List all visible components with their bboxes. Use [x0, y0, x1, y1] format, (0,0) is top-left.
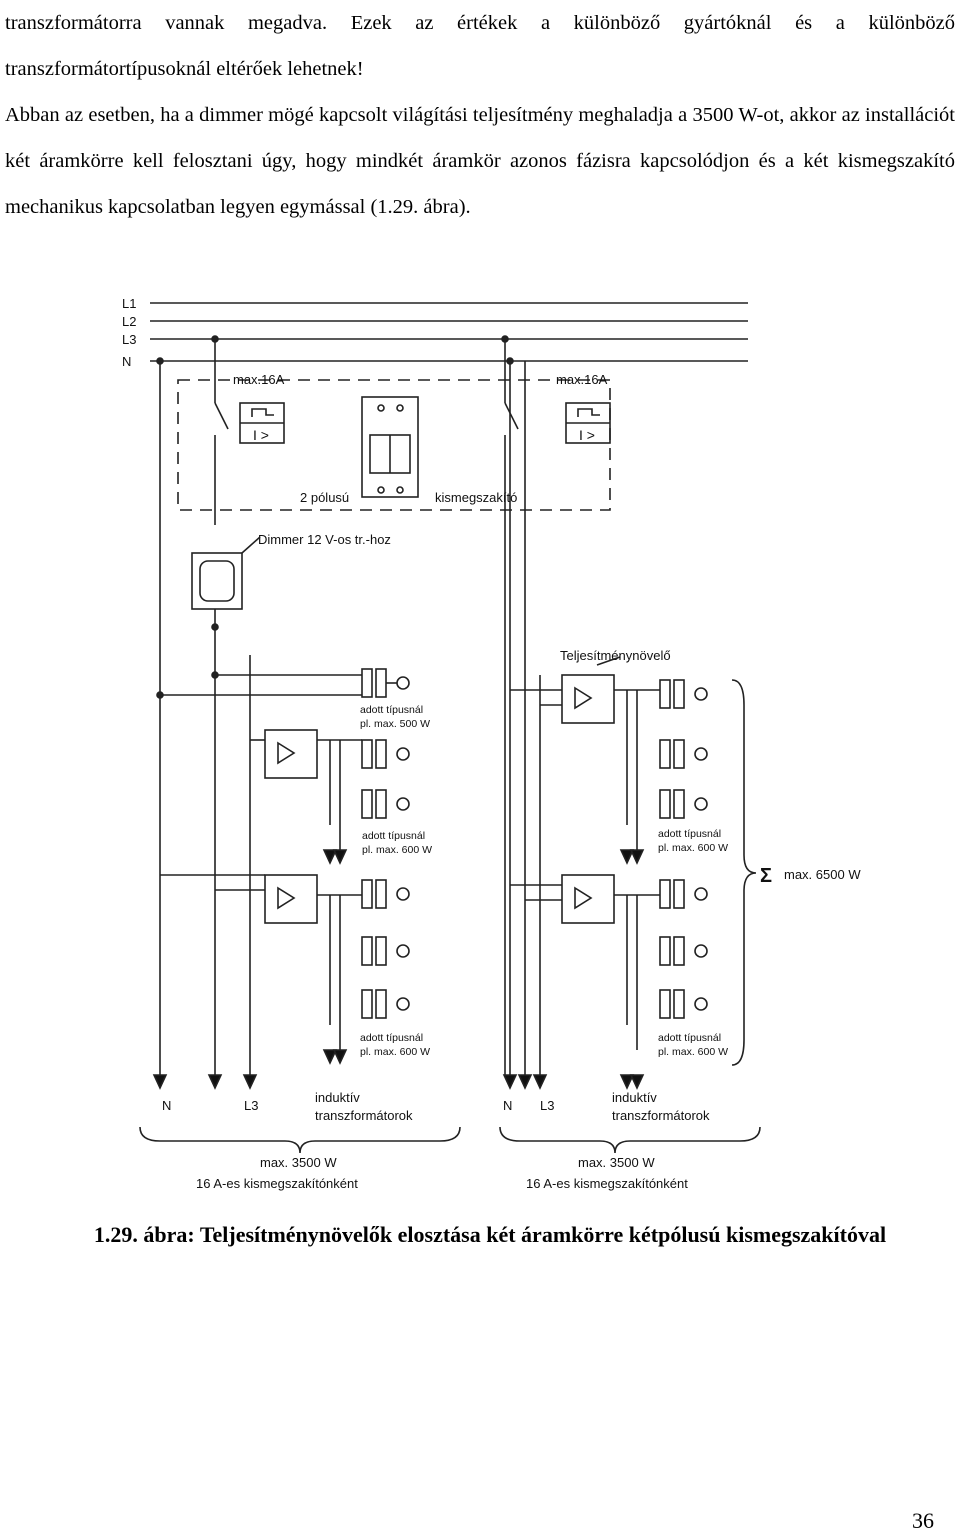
breaker-left-rating: max.16A	[233, 372, 285, 387]
figure-caption: 1.29. ábra: Teljesítménynövelők elosztás…	[93, 1222, 887, 1247]
load-label-5b: pl. max. 600 W	[658, 1046, 728, 1058]
load-label-3a: adott típusnál	[360, 1032, 423, 1044]
right-l3-label: L3	[540, 1098, 554, 1113]
load-label-1b: pl. max. 500 W	[360, 718, 430, 730]
inductive-left-1: induktív	[315, 1090, 360, 1105]
breaker-enclosure	[177, 379, 611, 511]
circuit-right-breaker: 16 A-es kismegszakítónként	[526, 1176, 688, 1191]
load-label-2b: pl. max. 600 W	[362, 844, 432, 856]
breaker-left-symbol	[239, 402, 285, 444]
sigma-symbol: Σ	[760, 865, 772, 887]
inductive-left-2: transzformátorok	[315, 1108, 413, 1123]
bus-label-l1: L1	[122, 296, 136, 311]
load-label-4a: adott típusnál	[658, 828, 721, 840]
booster-boxes	[264, 674, 615, 924]
left-circuit-wires	[156, 609, 362, 1075]
paragraph: Abban az esetben, ha a dimmer mögé kapcs…	[5, 104, 955, 218]
circuit-right-power: max. 3500 W	[578, 1155, 655, 1170]
breaker-right-symbol	[565, 402, 611, 444]
breaker-left-glyph: I >	[253, 427, 269, 443]
body-text: transzformátorra vannak megadva. Ezek az…	[5, 0, 955, 230]
breaker-right-rating: max.16A	[556, 372, 608, 387]
load-label-2a: adott típusnál	[362, 830, 425, 842]
total-power-label: max. 6500 W	[784, 867, 861, 882]
booster-label: Teljesítménynövelő	[560, 648, 671, 663]
left-n-label: N	[162, 1098, 171, 1113]
page-number: 36	[912, 1508, 934, 1533]
bus-taps	[156, 335, 519, 1075]
bus-lines	[150, 302, 748, 362]
breaker-right-glyph: I >	[579, 427, 595, 443]
two-pole-label: 2 pólusú	[300, 490, 349, 505]
dimmer-label: Dimmer 12 V-os tr.-hoz	[258, 532, 391, 547]
wiring-diagram: L1 L2 L3 N	[100, 285, 900, 1205]
left-l3-label: L3	[244, 1098, 258, 1113]
bus-label-l2: L2	[122, 314, 136, 329]
lamp-group-left	[317, 668, 410, 1050]
paragraph: transzformátorra vannak megadva. Ezek az…	[5, 12, 955, 80]
circuit-left-power: max. 3500 W	[260, 1155, 337, 1170]
circuit-left-breaker: 16 A-es kismegszakítónként	[196, 1176, 358, 1191]
inductive-right-2: transzformátorok	[612, 1108, 710, 1123]
breaker-name-label: kismegszakító	[435, 490, 517, 505]
bus-label-n: N	[122, 354, 131, 369]
circuit-brackets	[139, 1126, 761, 1154]
load-label-4b: pl. max. 600 W	[658, 842, 728, 854]
inductive-right-1: induktív	[612, 1090, 657, 1105]
right-n-label: N	[503, 1098, 512, 1113]
terminal-arrows	[152, 849, 645, 1090]
right-circuit-wires	[510, 361, 757, 1075]
dimmer-symbol	[191, 536, 261, 631]
bus-label-l3: L3	[122, 332, 136, 347]
load-label-3b: pl. max. 600 W	[360, 1046, 430, 1058]
load-label-1a: adott típusnál	[360, 704, 423, 716]
load-label-5a: adott típusnál	[658, 1032, 721, 1044]
two-pole-breaker-symbol	[361, 396, 419, 498]
